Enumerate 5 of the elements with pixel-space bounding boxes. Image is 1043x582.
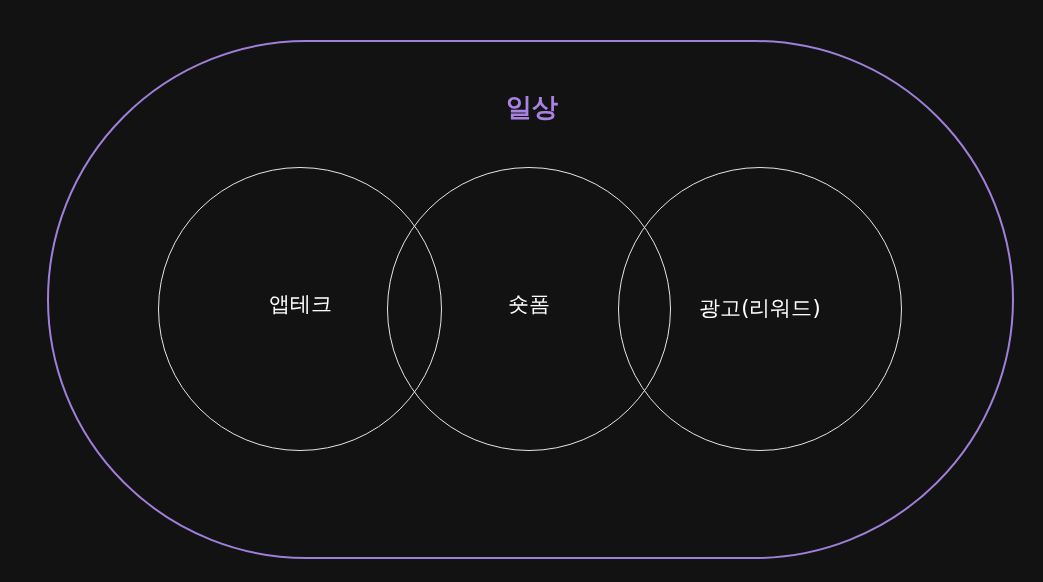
group-title: 일상	[506, 92, 558, 124]
circle-label: 앱테크	[268, 292, 332, 318]
pill-shaped-group-outline	[47, 40, 1014, 559]
circle-label: 숏폼	[508, 292, 550, 318]
circle-label: 광고(리워드)	[699, 296, 821, 322]
